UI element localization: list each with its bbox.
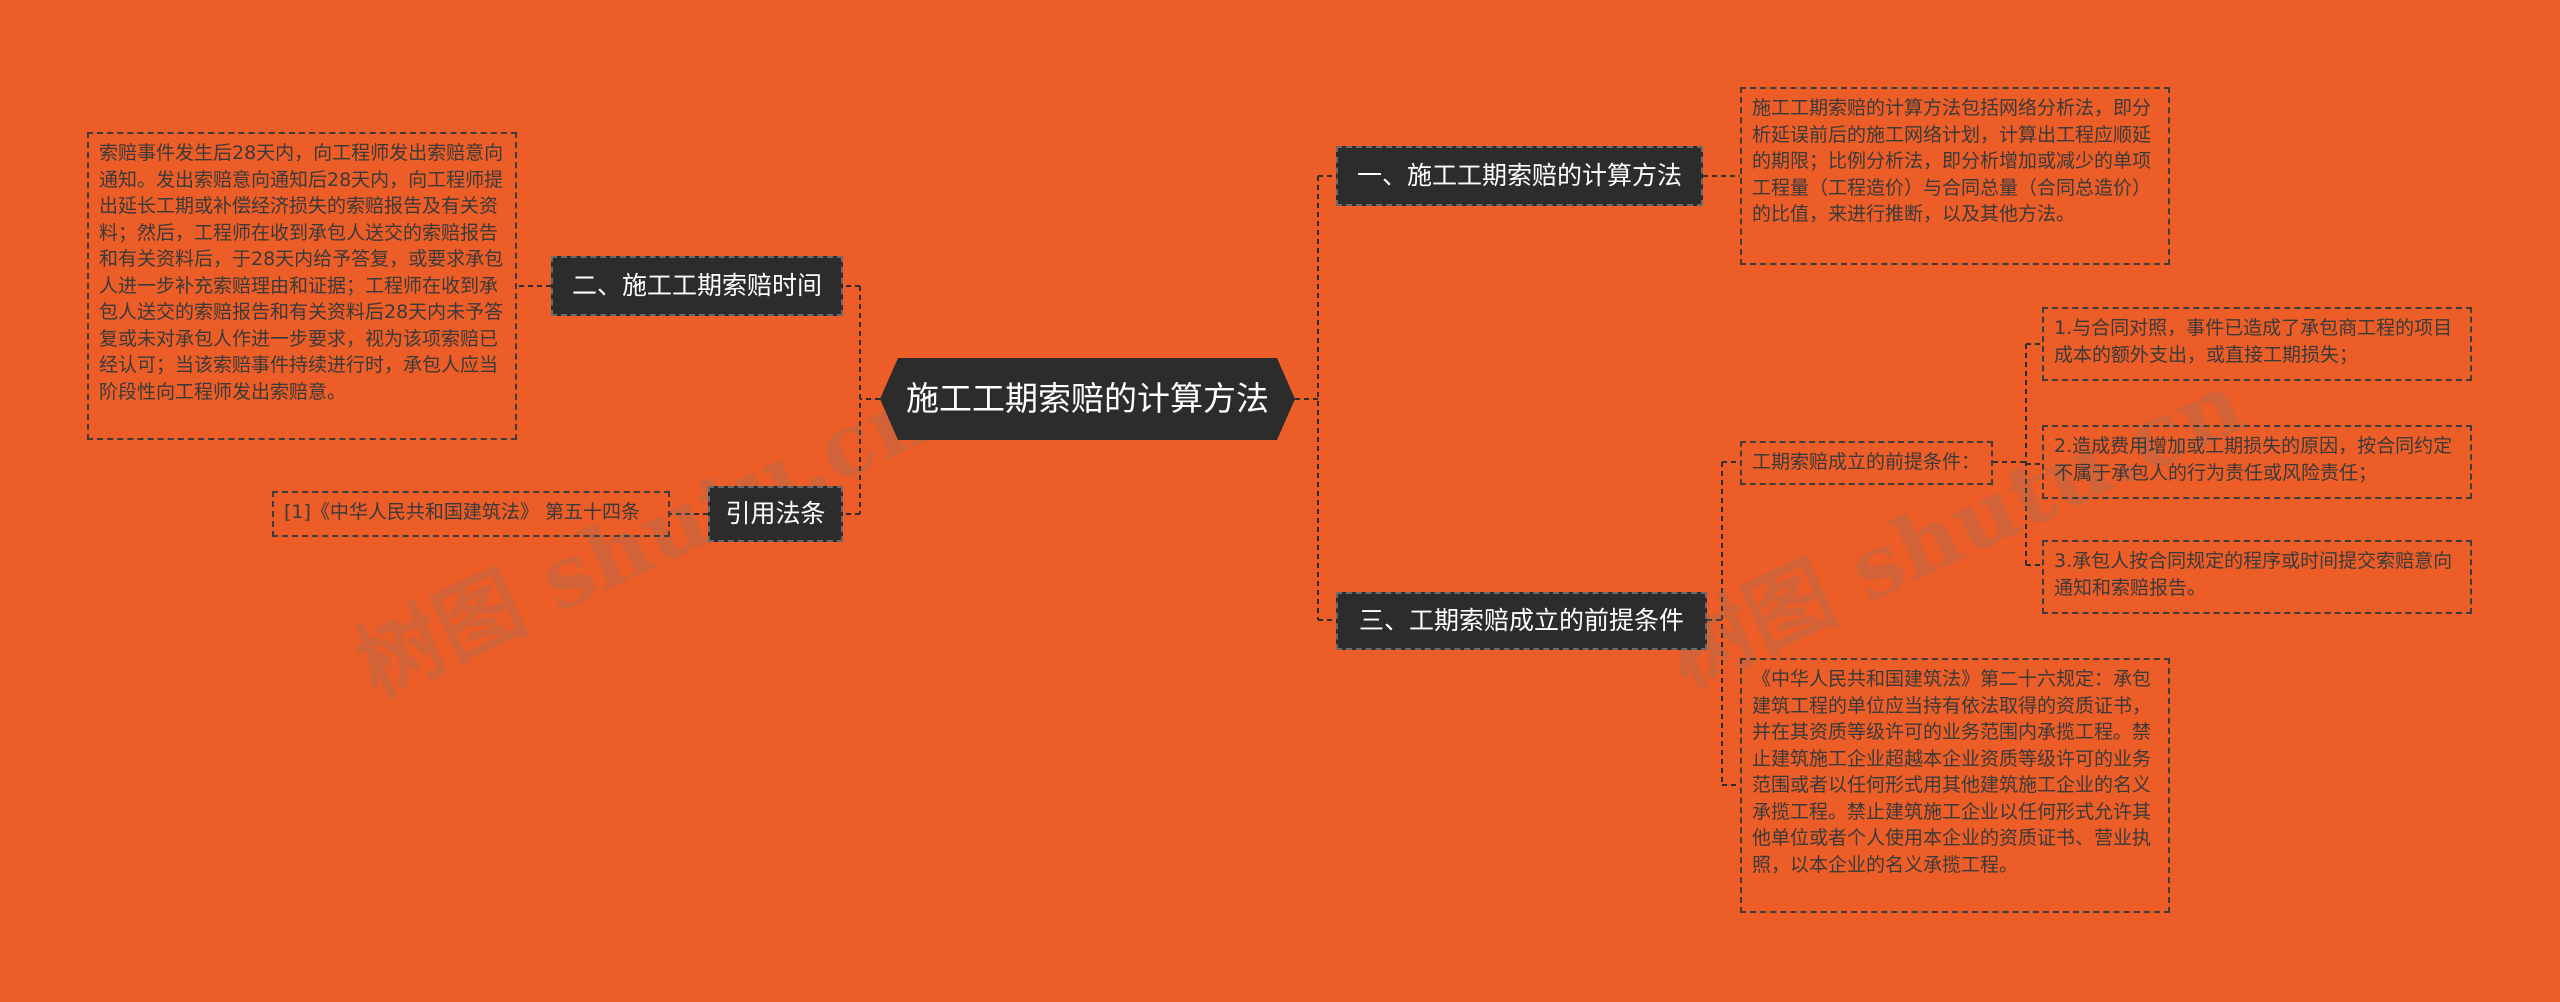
- method-detail-box: 施工工期索赔的计算方法包括网络分析法，即分析延误前后的施工网络计划，计算出工程应…: [1740, 87, 2170, 265]
- preconditions-sub-label[interactable]: 工期索赔成立的前提条件：: [1740, 441, 1993, 485]
- branch-calculation-method[interactable]: 一、施工工期索赔的计算方法: [1336, 146, 1703, 206]
- construction-law-detail-box: 《中华人民共和国建筑法》第二十六规定：承包建筑工程的单位应当持有依法取得的资质证…: [1740, 658, 2170, 913]
- branch-preconditions[interactable]: 三、工期索赔成立的前提条件: [1336, 592, 1707, 650]
- precondition-item-3: 3.承包人按合同规定的程序或时间提交索赔意向通知和索赔报告。: [2042, 540, 2472, 614]
- branch-claim-time[interactable]: 二、施工工期索赔时间: [551, 256, 843, 316]
- precondition-item-2: 2.造成费用增加或工期损失的原因，按合同约定不属于承包人的行为责任或风险责任；: [2042, 425, 2472, 499]
- cited-law-detail-box: [1]《中华人民共和国建筑法》 第五十四条: [272, 491, 670, 537]
- branch-cited-law[interactable]: 引用法条: [708, 486, 843, 542]
- root-node[interactable]: 施工工期索赔的计算方法: [880, 358, 1295, 440]
- claim-time-detail-box: 索赔事件发生后28天内，向工程师发出索赔意向通知。发出索赔意向通知后28天内，向…: [87, 132, 517, 440]
- precondition-item-1: 1.与合同对照，事件已造成了承包商工程的项目成本的额外支出，或直接工期损失；: [2042, 307, 2472, 381]
